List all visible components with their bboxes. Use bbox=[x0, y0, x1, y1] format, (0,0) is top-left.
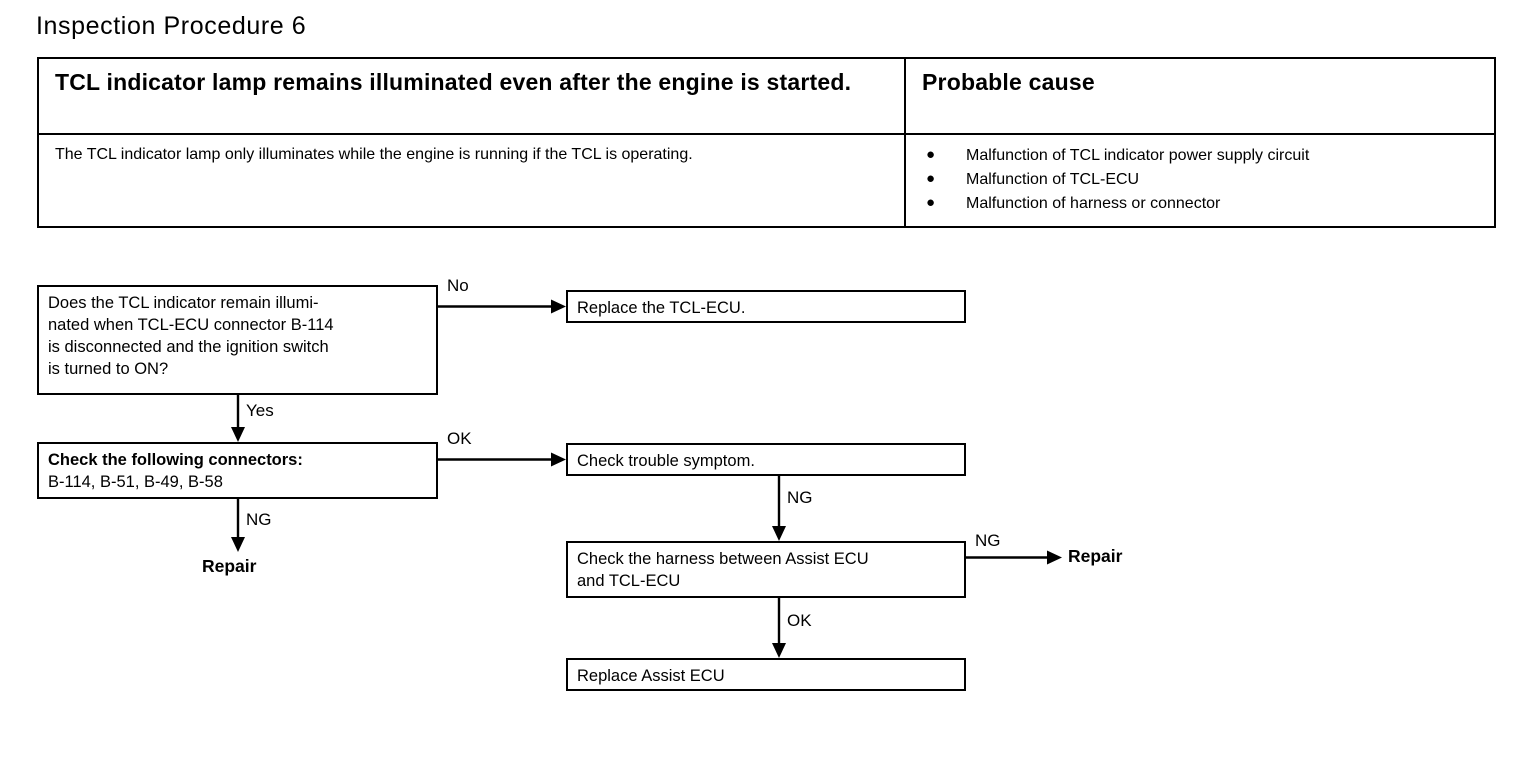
symptom-description-cell: The TCL indicator lamp only illuminates … bbox=[37, 133, 906, 228]
list-item-label: Malfunction of TCL indicator power suppl… bbox=[966, 147, 1310, 164]
list-item-label: Malfunction of TCL-ECU bbox=[966, 171, 1140, 188]
bullet-icon: ● bbox=[926, 194, 936, 211]
flow-terminal-repair-left: Repair bbox=[202, 556, 257, 576]
arrowhead-ok-connectors bbox=[551, 452, 566, 467]
edge-label-ng-symptom: NG bbox=[787, 488, 813, 507]
arrowhead-ng-connectors bbox=[231, 537, 245, 552]
bullet-icon: ● bbox=[926, 170, 936, 187]
edge-label-yes: Yes bbox=[246, 401, 274, 420]
page-title: Inspection Procedure 6 bbox=[36, 12, 307, 40]
flow-box-line: is disconnected and the ignition switch bbox=[48, 337, 329, 356]
flow-box-line: Replace Assist ECU bbox=[577, 667, 725, 685]
flow-box-line: Does the TCL indicator remain illumi- bbox=[48, 294, 319, 312]
symptom-title: TCL indicator lamp remains illuminated e… bbox=[55, 69, 852, 95]
edge-label-ok-connectors: OK bbox=[447, 429, 472, 448]
edge-label-ng-connectors: NG bbox=[246, 510, 272, 529]
arrowhead-ng-symptom bbox=[772, 526, 786, 541]
flow-box-check-connectors[interactable]: Check the following connectors: B-114, B… bbox=[37, 442, 438, 499]
arrowhead-no bbox=[551, 299, 566, 314]
flow-box-line: nated when TCL-ECU connector B-114 bbox=[48, 315, 334, 334]
probable-cause-list: ● Malfunction of TCL indicator power sup… bbox=[922, 144, 1480, 216]
flow-box-line: Check trouble symptom. bbox=[577, 452, 755, 470]
bullet-icon: ● bbox=[926, 146, 936, 163]
flow-box-check-harness[interactable]: Check the harness between Assist ECU and… bbox=[566, 541, 966, 598]
table-row-body: The TCL indicator lamp only illuminates … bbox=[37, 133, 1496, 228]
list-item: ● Malfunction of TCL-ECU bbox=[922, 168, 1480, 192]
arrowhead-ng-harness bbox=[1047, 550, 1062, 565]
flow-box-line: Check the harness between Assist ECU bbox=[577, 550, 869, 568]
probable-cause-title: Probable cause bbox=[922, 69, 1095, 95]
table-row-header: TCL indicator lamp remains illuminated e… bbox=[37, 57, 1496, 135]
probable-cause-title-cell: Probable cause bbox=[904, 57, 1496, 135]
flow-terminal-repair-right: Repair bbox=[1068, 546, 1123, 566]
flow-box-line: B-114, B-51, B-49, B-58 bbox=[48, 472, 223, 491]
flow-box-line: and TCL-ECU bbox=[577, 571, 681, 590]
edge-label-no: No bbox=[447, 276, 469, 295]
symptom-table: TCL indicator lamp remains illuminated e… bbox=[37, 57, 1496, 228]
flow-box-check-trouble-symptom[interactable]: Check trouble symptom. bbox=[566, 443, 966, 476]
edge-label-ok-harness: OK bbox=[787, 611, 812, 630]
arrowhead-yes bbox=[231, 427, 245, 442]
flow-box-replace-assist-ecu[interactable]: Replace Assist ECU bbox=[566, 658, 966, 691]
flow-box-question[interactable]: Does the TCL indicator remain illumi- na… bbox=[37, 285, 438, 395]
flow-box-line: Replace the TCL-ECU. bbox=[577, 299, 746, 317]
flow-box-line: is turned to ON? bbox=[48, 359, 169, 378]
probable-cause-list-cell: ● Malfunction of TCL indicator power sup… bbox=[904, 133, 1496, 228]
list-item-label: Malfunction of harness or connector bbox=[966, 195, 1221, 212]
list-item: ● Malfunction of TCL indicator power sup… bbox=[922, 144, 1480, 168]
list-item: ● Malfunction of harness or connector bbox=[922, 192, 1480, 216]
arrowhead-ok-harness bbox=[772, 643, 786, 658]
flow-box-replace-tcl-ecu[interactable]: Replace the TCL-ECU. bbox=[566, 290, 966, 323]
symptom-description: The TCL indicator lamp only illuminates … bbox=[55, 146, 693, 163]
edge-label-ng-harness: NG bbox=[975, 531, 1001, 550]
flow-box-line: Check the following connectors: bbox=[48, 451, 303, 469]
symptom-title-cell: TCL indicator lamp remains illuminated e… bbox=[37, 57, 906, 135]
